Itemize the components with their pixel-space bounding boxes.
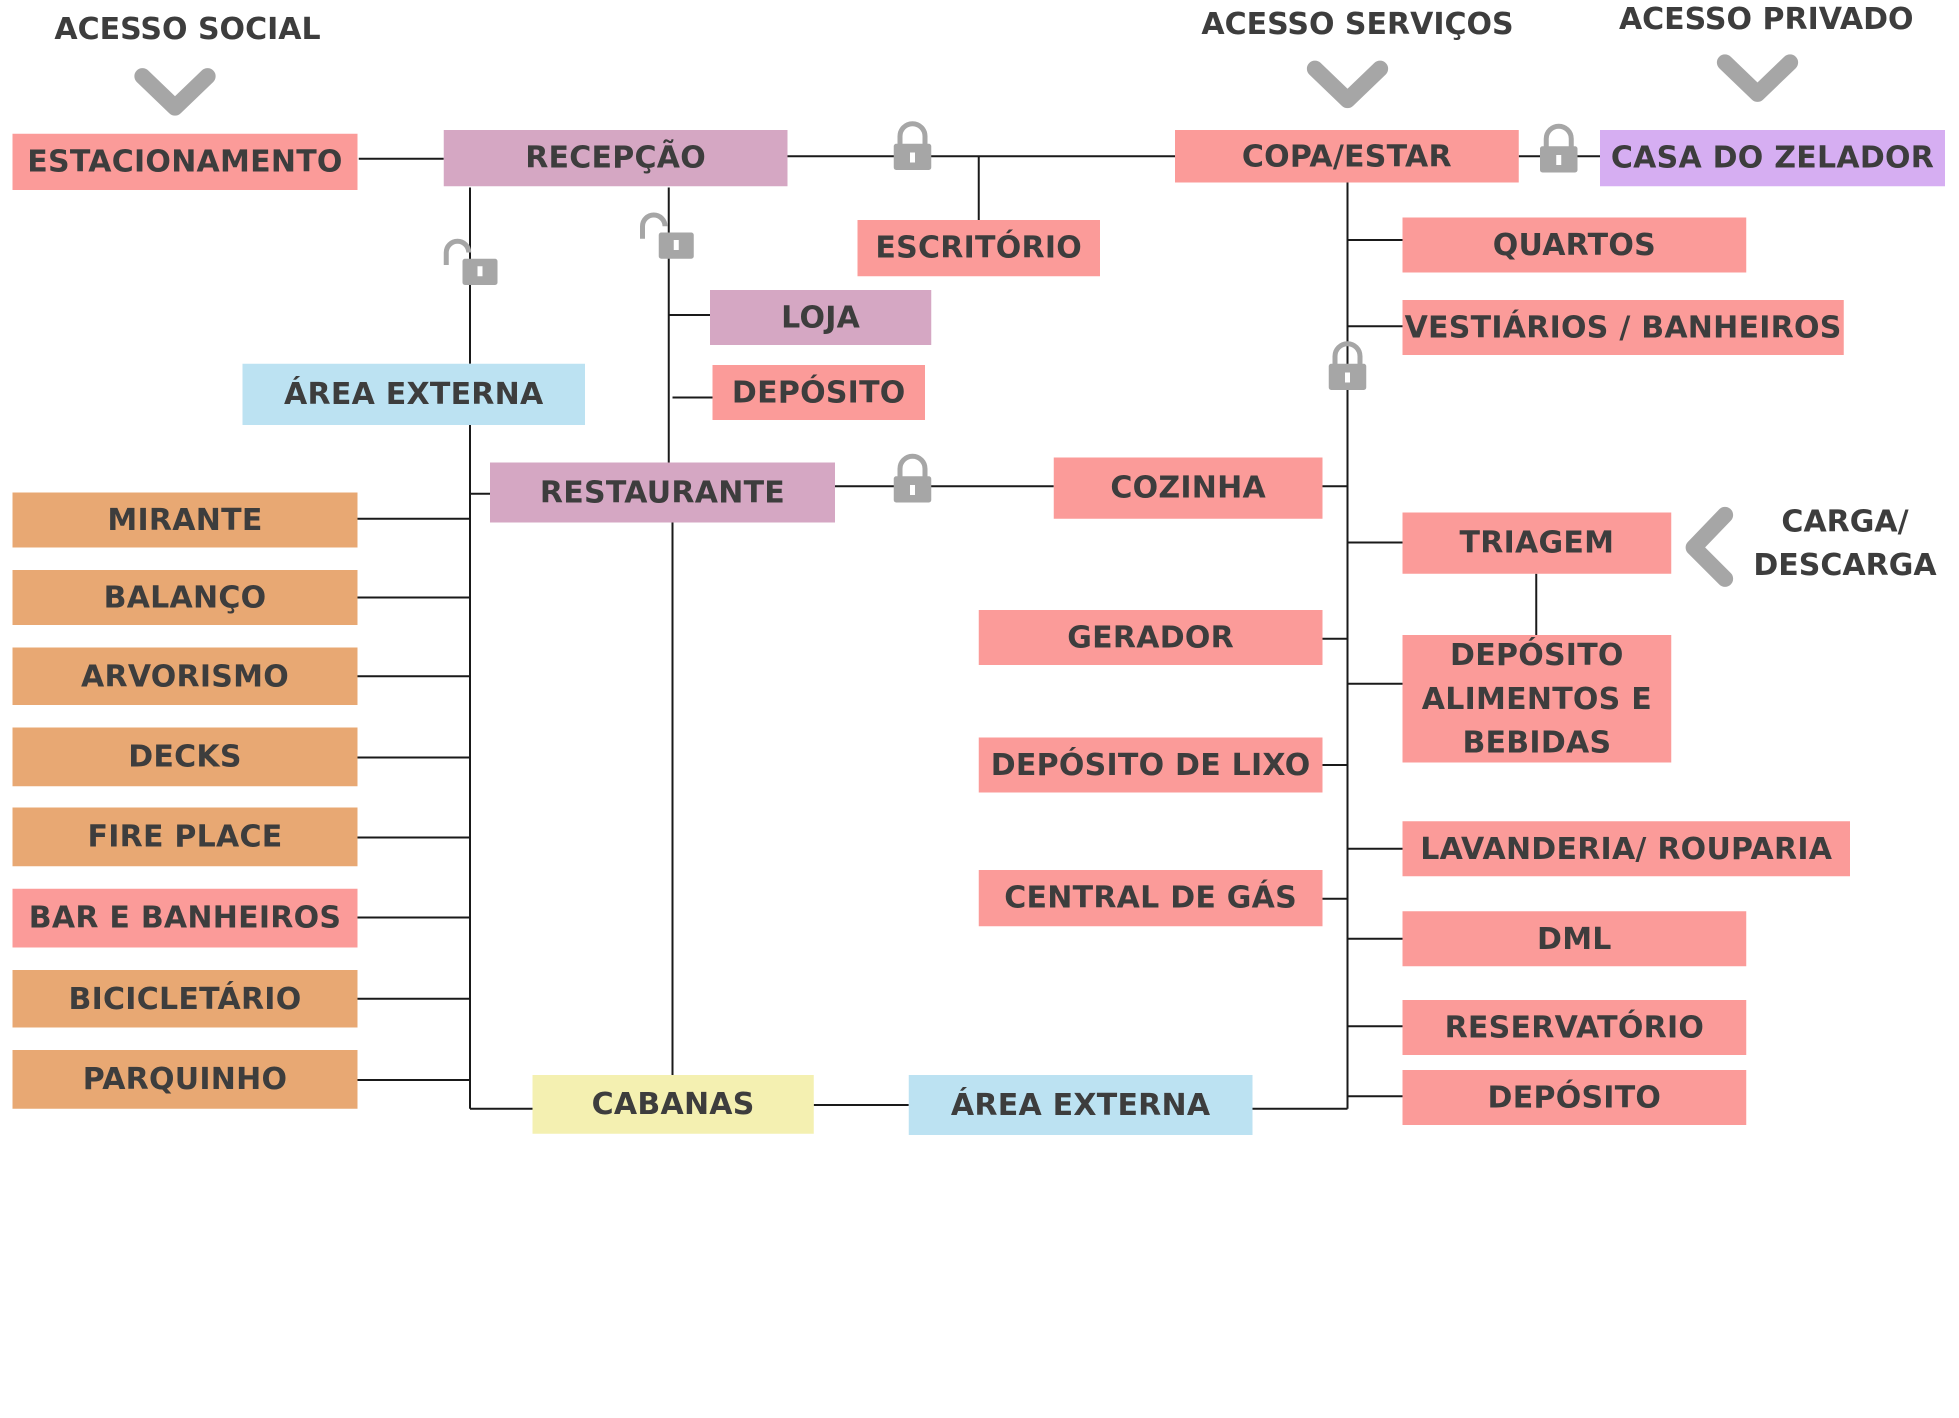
chevron-down-icon xyxy=(134,68,216,116)
node-triagem: TRIAGEM xyxy=(1402,512,1672,574)
leisure-item-decks: DECKS xyxy=(12,727,358,787)
node-cabanas: CABANAS xyxy=(532,1075,814,1134)
leisure-item-bar-banheiros: BAR E BANHEIROS xyxy=(12,888,358,948)
leisure-item-arvorismo: ARVORISMO xyxy=(12,647,358,705)
node-deposito-final: DEPÓSITO xyxy=(1402,1070,1747,1125)
deposito-alimentos-line3: BEBIDAS xyxy=(1462,724,1612,760)
node-deposito-alimentos-bebidas: DEPÓSITO ALIMENTOS E BEBIDAS xyxy=(1402,635,1672,763)
access-private-label: ACESSO PRIVADO xyxy=(1618,1,1914,37)
node-cozinha: COZINHA xyxy=(1053,457,1323,519)
padlock-unlocked-icon xyxy=(443,238,498,285)
padlock-locked-icon xyxy=(893,453,932,503)
loading-label-line1: CARGA/ xyxy=(1781,503,1909,539)
node-vestiarios-banheiros: VESTIÁRIOS / BANHEIROS xyxy=(1402,300,1844,355)
loading-unloading-label: CARGA/ DESCARGA xyxy=(1753,500,1938,588)
leisure-item-parquinho: PARQUINHO xyxy=(12,1050,358,1109)
node-central-de-gas: CENTRAL DE GÁS xyxy=(978,870,1323,927)
node-deposito-de-lixo: DEPÓSITO DE LIXO xyxy=(978,737,1323,793)
node-restaurante: RESTAURANTE xyxy=(490,462,835,523)
chevron-down-icon xyxy=(1716,54,1799,102)
padlock-locked-icon xyxy=(1540,123,1578,173)
leisure-item-fire-place: FIRE PLACE xyxy=(12,807,358,867)
chevron-down-icon xyxy=(1306,60,1389,109)
deposito-alimentos-line1: DEPÓSITO xyxy=(1450,636,1624,672)
node-estacionamento: ESTACIONAMENTO xyxy=(12,133,358,190)
access-social-label: ACESSO SOCIAL xyxy=(54,11,321,47)
leisure-item-bicicletario: BICICLETÁRIO xyxy=(12,970,358,1028)
access-services-label: ACESSO SERVIÇOS xyxy=(1201,6,1514,42)
node-area-externa: ÁREA EXTERNA xyxy=(242,363,585,425)
node-casa-do-zelador: CASA DO ZELADOR xyxy=(1600,130,1945,187)
node-reservatorio: RESERVATÓRIO xyxy=(1402,1000,1747,1055)
leisure-item-balanco: BALANÇO xyxy=(12,570,358,625)
node-deposito-loja: DEPÓSITO xyxy=(712,365,925,420)
node-copa-estar: COPA/ESTAR xyxy=(1175,130,1519,183)
chevron-left-icon xyxy=(1685,506,1734,587)
node-quartos: QUARTOS xyxy=(1402,217,1747,273)
padlock-locked-icon xyxy=(893,121,932,170)
padlock-locked-icon xyxy=(1328,341,1367,390)
node-lavanderia-rouparia: LAVANDERIA/ ROUPARIA xyxy=(1402,821,1850,877)
node-loja: LOJA xyxy=(710,290,932,345)
connector-lines xyxy=(134,54,1799,1110)
leisure-item-mirante: MIRANTE xyxy=(12,492,358,548)
node-recepcao: RECEPÇÃO xyxy=(443,130,788,187)
node-escritorio: ESCRITÓRIO xyxy=(857,220,1100,277)
node-area-externa-2: ÁREA EXTERNA xyxy=(908,1075,1253,1135)
node-dml: DML xyxy=(1402,911,1747,967)
padlock-unlocked-icon xyxy=(640,212,694,259)
deposito-alimentos-line2: ALIMENTOS E xyxy=(1421,680,1652,716)
node-gerador: GERADOR xyxy=(978,610,1323,665)
loading-label-line2: DESCARGA xyxy=(1753,547,1937,583)
